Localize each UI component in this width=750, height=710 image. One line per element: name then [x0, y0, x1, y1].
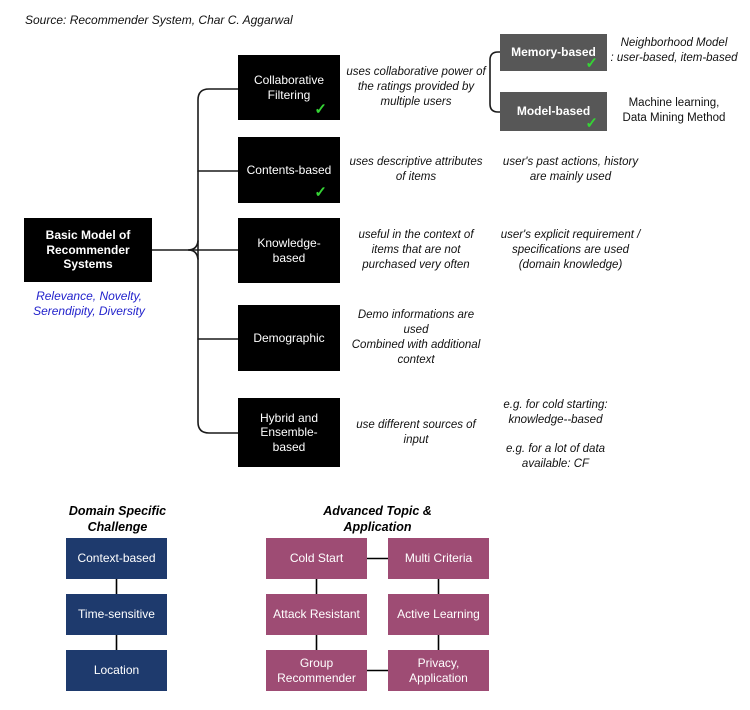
check-icon: ✓ — [585, 54, 598, 72]
description-knowledge: useful in the context of items that are … — [358, 229, 474, 271]
node-label: Demographic — [253, 330, 325, 345]
node-cold-start: Cold Start — [266, 538, 367, 579]
domain-challenge-title: Domain Specific Challenge — [68, 504, 167, 535]
node-attack-resistant: Attack Resistant — [266, 594, 367, 635]
note-hybrid: e.g. for cold starting: knowledge--based… — [503, 398, 608, 471]
node-location: Location — [66, 650, 167, 691]
tree-brace-nub — [187, 240, 199, 260]
node-privacy-application: Privacy, Application — [388, 650, 489, 691]
note-contents: user's past actions, history are mainly … — [502, 156, 639, 183]
node-group-recommender: Group Recommender — [266, 650, 367, 691]
node-label: Knowledge- based — [257, 235, 321, 265]
description-hybrid: use different sources of input — [356, 418, 476, 446]
check-icon: ✓ — [585, 114, 598, 132]
node-label: Collaborative Filtering — [253, 72, 325, 102]
node-label: Hybrid and Ensemble- based — [259, 410, 319, 454]
check-icon: ✓ — [314, 183, 327, 201]
node-context-based: Context-based — [66, 538, 167, 579]
node-hybrid-ensemble: Hybrid and Ensemble- based — [238, 398, 340, 467]
node-label: Model-based — [516, 104, 591, 119]
node-knowledge-based: Knowledge- based — [238, 218, 340, 283]
subtype-bracket-line — [489, 51, 501, 113]
node-time-sensitive: Time-sensitive — [66, 594, 167, 635]
source-citation: Source: Recommender System, Char C. Agga… — [25, 13, 293, 27]
note-model-based: Machine learning, Data Mining Method — [622, 97, 726, 124]
note-knowledge: user's explicit requirement / specificat… — [500, 229, 641, 271]
tree-spine-line — [197, 88, 241, 434]
description-demographic: Demo informations are used Combined with… — [351, 309, 481, 366]
node-collaborative-filtering: Collaborative Filtering ✓ — [238, 55, 340, 120]
node-contents-based: Contents-based ✓ — [238, 137, 340, 203]
node-demographic: Demographic — [238, 305, 340, 371]
description-collaborative: uses collaborative power of the ratings … — [346, 66, 486, 108]
node-active-learning: Active Learning — [388, 594, 489, 635]
node-label: Contents-based — [246, 162, 332, 177]
node-basic-model: Basic Model of Recommender Systems — [24, 218, 152, 282]
note-memory-based: Neighborhood Model : user-based, item-ba… — [610, 37, 738, 64]
root-qualities-note: Relevance, Novelty, Serendipity, Diversi… — [33, 289, 145, 318]
check-icon: ✓ — [314, 100, 327, 118]
node-multi-criteria: Multi Criteria — [388, 538, 489, 579]
node-model-based: Model-based ✓ — [500, 92, 607, 132]
node-memory-based: Memory-based ✓ — [500, 34, 607, 72]
description-contents: uses descriptive attributes of items — [349, 156, 483, 183]
advanced-topics-title: Advanced Topic & Application — [323, 504, 432, 535]
node-label: Memory-based — [511, 45, 596, 60]
